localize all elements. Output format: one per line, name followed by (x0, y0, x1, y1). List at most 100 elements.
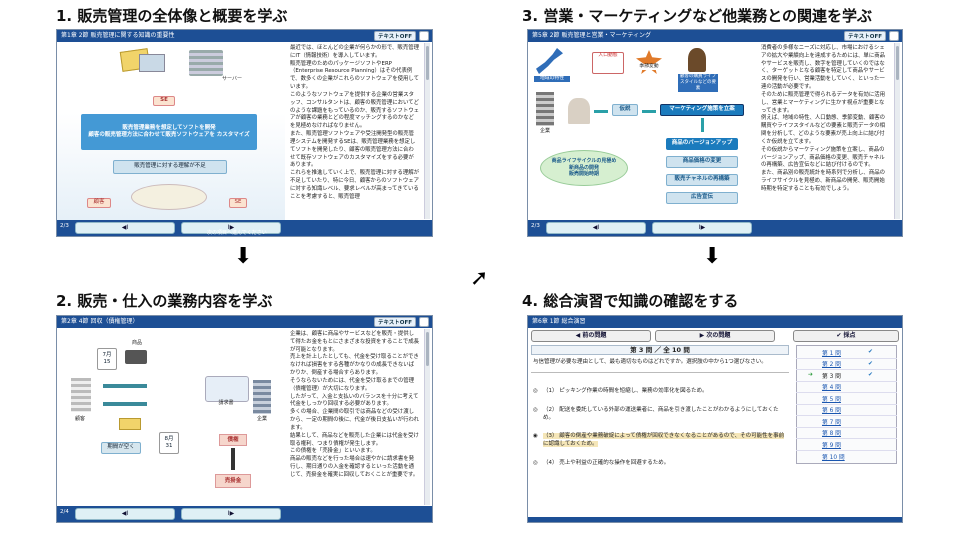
page-indicator: 2/3 (60, 223, 69, 229)
question-link[interactable]: 第 8 問 (822, 431, 841, 438)
list-item[interactable]: 第 2 問✔ (796, 359, 897, 370)
prev-page-button[interactable]: ◀I (75, 508, 175, 520)
person-icon (688, 48, 706, 72)
option-text: （2） 配送を委託している外部の運送業者に、商品を引き渡したことがわかるようにし… (543, 406, 779, 421)
option-item[interactable]: ◎（4） 売上や利益の正確的な操作を回避するため。 (531, 459, 789, 467)
next-page-button[interactable]: I▶ (652, 222, 752, 234)
title-bar: 第2章 4節 回収（債権管理） (57, 316, 432, 328)
documents-illustration (139, 54, 165, 72)
arrow-left-icon (103, 384, 147, 388)
settings-icon[interactable] (419, 317, 429, 327)
question-link[interactable]: 第 1 問 (822, 350, 841, 357)
seasonal-label: 季節変動 (634, 64, 664, 71)
question-link[interactable]: 第 5 問 (822, 396, 841, 403)
building-icon (536, 92, 554, 126)
text-scrollbar[interactable] (424, 329, 430, 505)
measure-item: 商品価格の変更 (666, 156, 738, 168)
list-item[interactable]: 第 7 問 (796, 416, 897, 428)
settings-icon[interactable] (889, 31, 899, 41)
next-page-button[interactable]: I▶ (181, 508, 281, 520)
server-icon (189, 50, 223, 76)
option-text: （3） 顧客の倒産や業務破綻によって債権が回収できなくなることがあるので、その可… (543, 433, 785, 448)
screenshot-sales-overview: 第1章 2節 販売管理に関する知識の重要性 テキストOFF サーバー SE 販売… (56, 29, 433, 237)
page-indicator: 2/3 (531, 223, 540, 229)
question-link[interactable]: 第 2 問 (822, 362, 841, 369)
lesson-text: 企業は、顧客に商品やサービスなどを販売・提供して得たお金をもとにさまざまな投資を… (290, 331, 419, 478)
down-arrow-icon: ⬇ (234, 244, 253, 269)
sales-receivable-box: 売掛金 (215, 474, 251, 488)
list-item[interactable]: 第 9 問 (796, 439, 897, 451)
building-icon (71, 378, 91, 412)
period-gap-label: 期間が空く (101, 442, 141, 454)
prev-question-button[interactable]: ◀ 前の問題 (531, 330, 651, 342)
illustration-panel: サーバー SE 販売管理業務を想定してソフトを開発 顧客の販売管理方法に合わせて… (57, 42, 285, 220)
radio-button[interactable]: ◎ (533, 459, 538, 466)
list-item[interactable]: 第 10 問 (796, 451, 897, 463)
title-bar: 第6章 1節 総合演習 (528, 316, 902, 328)
japan-map-icon (536, 48, 563, 74)
footer-bar: 2/4 ◀I I▶ (57, 506, 432, 522)
illustration-panel: 地域の特性 人口動態 季節変動 顧客の購買ライフスタイルなどの要素 企業 仮説 … (528, 42, 756, 220)
arrow-right-icon (594, 110, 608, 113)
question-link[interactable]: 第 9 問 (822, 442, 841, 449)
text-off-toggle[interactable]: テキストOFF (373, 31, 416, 41)
grade-button[interactable]: ✔ 採点 (793, 330, 899, 342)
analyst-illustration (568, 98, 590, 124)
text-off-toggle[interactable]: テキストOFF (373, 317, 416, 327)
text-off-toggle[interactable]: テキストOFF (843, 31, 886, 41)
question-link[interactable]: 第 4 問 (822, 385, 841, 392)
receivable-box: 債権 (219, 434, 247, 446)
list-item-current[interactable]: ➔第 3 問✔ (796, 370, 897, 382)
hypothesis-box: 仮説 (612, 104, 638, 116)
question-link[interactable]: 第 3 問 (822, 373, 841, 380)
footer-bar: 2/3 ◀I I▶ (528, 220, 902, 236)
list-item[interactable]: 第 6 問 (796, 405, 897, 416)
question-text: 与信管理が必要な理由として、最も適切なものはどれですか。選択肢の中から1つ選びな… (531, 358, 789, 374)
option-item[interactable]: ◎（1） ピッキング作業の時間を短縮し、業務の効率化を図るため。 (531, 387, 789, 395)
check-icon: ✔ (868, 349, 873, 356)
diagonal-arrow-icon: ➚ (470, 266, 489, 291)
invoice-label: 請求書 (218, 400, 234, 406)
money-icon (119, 418, 141, 430)
question-link[interactable]: 第 6 問 (822, 408, 841, 415)
text-scrollbar[interactable] (894, 43, 900, 219)
question-counter: 第 3 問 ／ 全 10 問 (531, 345, 789, 355)
measure-item: 販売チャネルの再構築 (666, 174, 738, 186)
down-arrow-icon: ⬇ (703, 244, 722, 269)
lifecycle-cloud: 商品ライフサイクルの見極め 新商品の開発 販売開始時期 (540, 150, 628, 186)
population-chart: 人口動態 (592, 52, 624, 74)
option-item[interactable]: ◎ （2） 配送を委託している外部の運送業者に、商品を引き渡したことがわかるように… (531, 406, 789, 423)
text-scrollbar[interactable] (424, 43, 430, 219)
screenshot-marketing-relation: 第5章 2節 販売管理と営業・マーケティング テキストOFF 地域の特性 人口動… (527, 29, 903, 237)
title-bar: 第5章 2節 販売管理と営業・マーケティング (528, 30, 902, 42)
footer-bar (528, 517, 902, 522)
grade-label: 採点 (843, 332, 856, 339)
next-question-button[interactable]: ▶ 次の問題 (655, 330, 775, 342)
radio-button[interactable]: ◎ (533, 406, 538, 413)
list-item[interactable]: 第 4 問 (796, 382, 897, 393)
list-item[interactable]: 第 1 問 ✔ (796, 347, 897, 359)
caption-step-2: 2. 販売・仕入の業務内容を学ぶ (56, 292, 273, 310)
invoice-illustration (205, 376, 249, 402)
next-page-button[interactable]: I▶ (181, 222, 281, 234)
settings-icon[interactable] (419, 31, 429, 41)
understanding-lacking-box: 販売管理に対する理解が不足 (113, 160, 227, 174)
radio-button-selected[interactable]: ◉ (533, 433, 538, 439)
lesson-text: 最近では、ほとんどの企業が何らかの形で、販売管理にIT（情報技術）を導入していま… (290, 45, 419, 200)
question-link[interactable]: 第 10 問 (822, 454, 845, 461)
radio-button[interactable]: ◎ (533, 388, 538, 395)
list-item[interactable]: 第 8 問 (796, 428, 897, 439)
company-label: 企業 (539, 128, 550, 134)
down-arrow-icon (701, 118, 704, 132)
prev-page-button[interactable]: ◀I (546, 222, 646, 234)
list-item[interactable]: 第 5 問 (796, 393, 897, 405)
arrow-right-icon (642, 110, 656, 113)
arrow-right-icon (103, 402, 147, 406)
seasonal-leaf-icon (636, 50, 662, 74)
prev-page-button[interactable]: ◀I (75, 222, 175, 234)
option-item-selected[interactable]: ◉ （3） 顧客の倒産や業務破綻によって債権が回収できなくなることがあるので、その… (531, 432, 789, 449)
check-icon: ✔ (868, 372, 873, 379)
prev-question-label: 前の問題 (582, 332, 607, 339)
question-link[interactable]: 第 7 問 (822, 419, 841, 426)
development-box: 販売管理業務を想定してソフトを開発 顧客の販売管理方法に合わせて販売ソフトウェア… (81, 114, 257, 150)
